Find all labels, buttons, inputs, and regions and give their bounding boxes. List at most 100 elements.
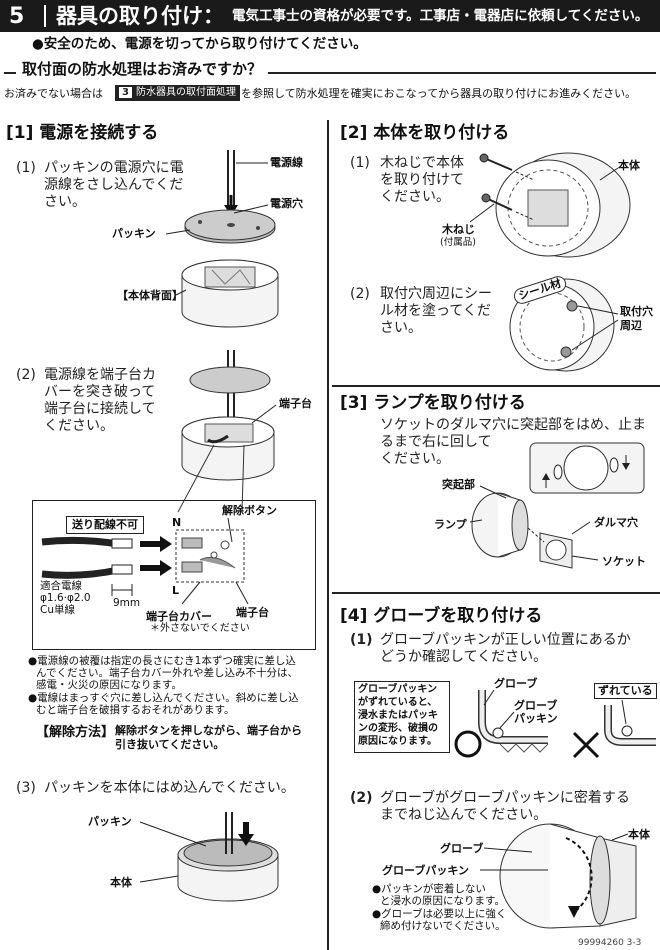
terminal-detail-box [32,500,316,650]
warning-line4: ンの変形、破損の [358,723,438,734]
label-protrusion: 突起部 [442,478,475,491]
badge-number: 3 [119,87,132,98]
label-terminal-cover: 端子台カバー [146,610,212,623]
column-divider [327,120,329,950]
step-1-1-line3: さい。 [44,194,86,210]
section-number: 5 [9,4,25,29]
warning-box [354,681,450,753]
release-method-title: 【解除方法】 [36,725,115,740]
badge-label: 防水器具の取付面処理 [135,87,236,98]
label-body-back: 【本体背面】 [117,289,183,302]
step-2-2-line3: さい。 [380,320,422,336]
label-wood-screw-note: (付属品) [440,237,476,248]
step-2-1-line2: を取り付けて [380,172,464,188]
no-feed-wiring-label: 送り配線不可 [66,516,144,534]
step-4-2-line2: までねじ込んでください。 [380,807,548,823]
section-3-line3: ください。 [380,451,450,467]
label-globe-packing-1: グローブ [514,699,558,712]
step-1-2-illustration [177,350,277,513]
step-1-1-line2: 源線をさし込んでくだ [44,177,184,193]
label-hole-area-1: 取付穴 [620,305,653,318]
step-2-1-illustration [469,152,631,258]
globe-note-2-line2: 締め付けないでください。 [380,920,506,932]
label-n: N [172,516,182,529]
step-2-2-line1: 取付穴周辺にシー [380,286,492,302]
page-header-bar [0,0,660,32]
section-3-title: [3] ランプを取り付ける [340,393,526,413]
step-1-2-line2: バーを突き破って [44,384,156,400]
note-2-line2: むと端子台を破損するおそれがあります。 [36,704,235,716]
step-4-2-number: (2) [350,790,373,806]
section-4-1-illustration [454,689,656,759]
label-lamp: ランプ [434,518,467,531]
wire-spec-line1: 適合電線 [40,580,82,592]
note-1-line2: んでください。端子台カバー外れや差し込み不十分は、 [36,667,298,679]
section-2-title: [2] 本体を取り付ける [340,123,510,143]
section-3-line1: ソケットのダルマ穴に突起部をはめ、止ま [380,417,646,433]
step-1-2-line1: 電源線を端子台カ [44,367,156,383]
globe-note-2-line1: ●グローブは必要以上に強く [372,908,507,920]
step-1-2-line4: ください。 [44,418,114,434]
step-4-1-line1: グローブパッキンが正しい位置にあるか [380,632,631,648]
warning-line2: がずれていると、 [358,697,438,708]
note-1-line3: 感電・火災の原因になります。 [36,679,182,691]
note-1-line1: ●電源線の被覆は指定の長さにむき1本ずつ確実に差し込 [28,655,296,667]
warning-line3: 浸水またはパッキ [358,710,438,721]
label-terminal-block: 端子台 [279,397,312,410]
strip-length: 9mm [113,597,141,609]
label-globe-packing-3: グローブパッキン [382,864,470,877]
step-1-3-illustration [139,812,279,902]
label-globe-2: グローブ [440,842,484,855]
step-4-1-line2: どうか確認してください。 [380,649,548,665]
label-body-2: 本体 [618,159,640,172]
label-globe: グローブ [494,677,538,690]
section-rule-3 [332,385,660,387]
cover-note: ＊外さないでください [150,623,250,634]
label-release-button: 解除ボタン [222,504,277,517]
label-packing: パッキン [112,227,156,240]
step-1-1-illustration [165,150,279,328]
release-method-line1: 解除ボタンを押しながら、端子台から [115,724,302,737]
section-rule-4 [332,592,660,594]
waterproof-heading: 取付面の防水処理はお済みですか？ [16,60,269,79]
section-1-title: [1] 電源を接続する [6,123,159,143]
step-2-1-number: (1) [350,155,370,171]
label-socket: ソケット [602,555,646,568]
step-1-2-number: (2) [16,367,36,383]
section-3-illustration [469,442,645,569]
step-1-2-line3: 端子台に接続して [44,401,156,417]
safety-note: ●安全のため、電源を切ってから取り付けてください。 [32,36,367,52]
header-note: 電気工事士の資格が必要です。工事店・電器店に依頼してください。 [232,8,649,24]
label-hole-area-2: 周辺 [620,319,642,332]
warning-line5: 原因になります。 [358,736,437,747]
warning-line1: グローブパッキン [358,684,438,695]
section-3-line2: るまで右に回して [380,434,492,450]
step-1-1-number: (1) [16,160,36,176]
step-1-3-number: (3) [16,780,36,796]
step-2-2-number: (2) [350,286,370,302]
globe-note-1-line2: と浸水の原因になります。 [380,895,505,907]
release-method-line2: 引き抜いてください。 [115,738,225,751]
label-body-3: 本体 [628,828,650,841]
footer-code: 99994260 3-3 [578,938,642,948]
step-2-1-line1: 木ねじで本体 [380,155,464,171]
waterproof-text-1: お済みでない場合は [4,87,103,100]
page-title: 器具の取り付け： [56,4,224,28]
step-4-2-line1: グローブがグローブパッキンに密着する [380,790,630,806]
waterproof-rule [4,72,656,74]
step-1-3-text: パッキンを本体にはめ込んでください。 [44,780,295,796]
terminal-detail-illustration [41,517,249,605]
wire-spec-line2: φ1.6·φ2.0 [40,592,91,604]
note-2-line1: ●電線はまっすぐ穴に差し込んでください。斜めに差し込 [28,692,299,704]
step-2-2-line2: ル材を塗ってくだ [380,303,491,319]
label-packing-2: パッキン [88,815,132,828]
label-power-wire: 電源線 [270,156,303,169]
header-divider [44,5,46,27]
step-2-1-line3: ください。 [380,189,450,205]
label-wood-screw: 木ねじ [442,223,475,236]
globe-note-1-line1: ●パッキンが密着しない [372,883,486,895]
section-4-title: [4] グローブを取り付ける [340,606,543,626]
label-power-hole: 電源穴 [270,197,303,210]
waterproof-text-2: を参照して防水処理を確実におこなってから器具の取り付けにお進みください。 [241,87,637,100]
